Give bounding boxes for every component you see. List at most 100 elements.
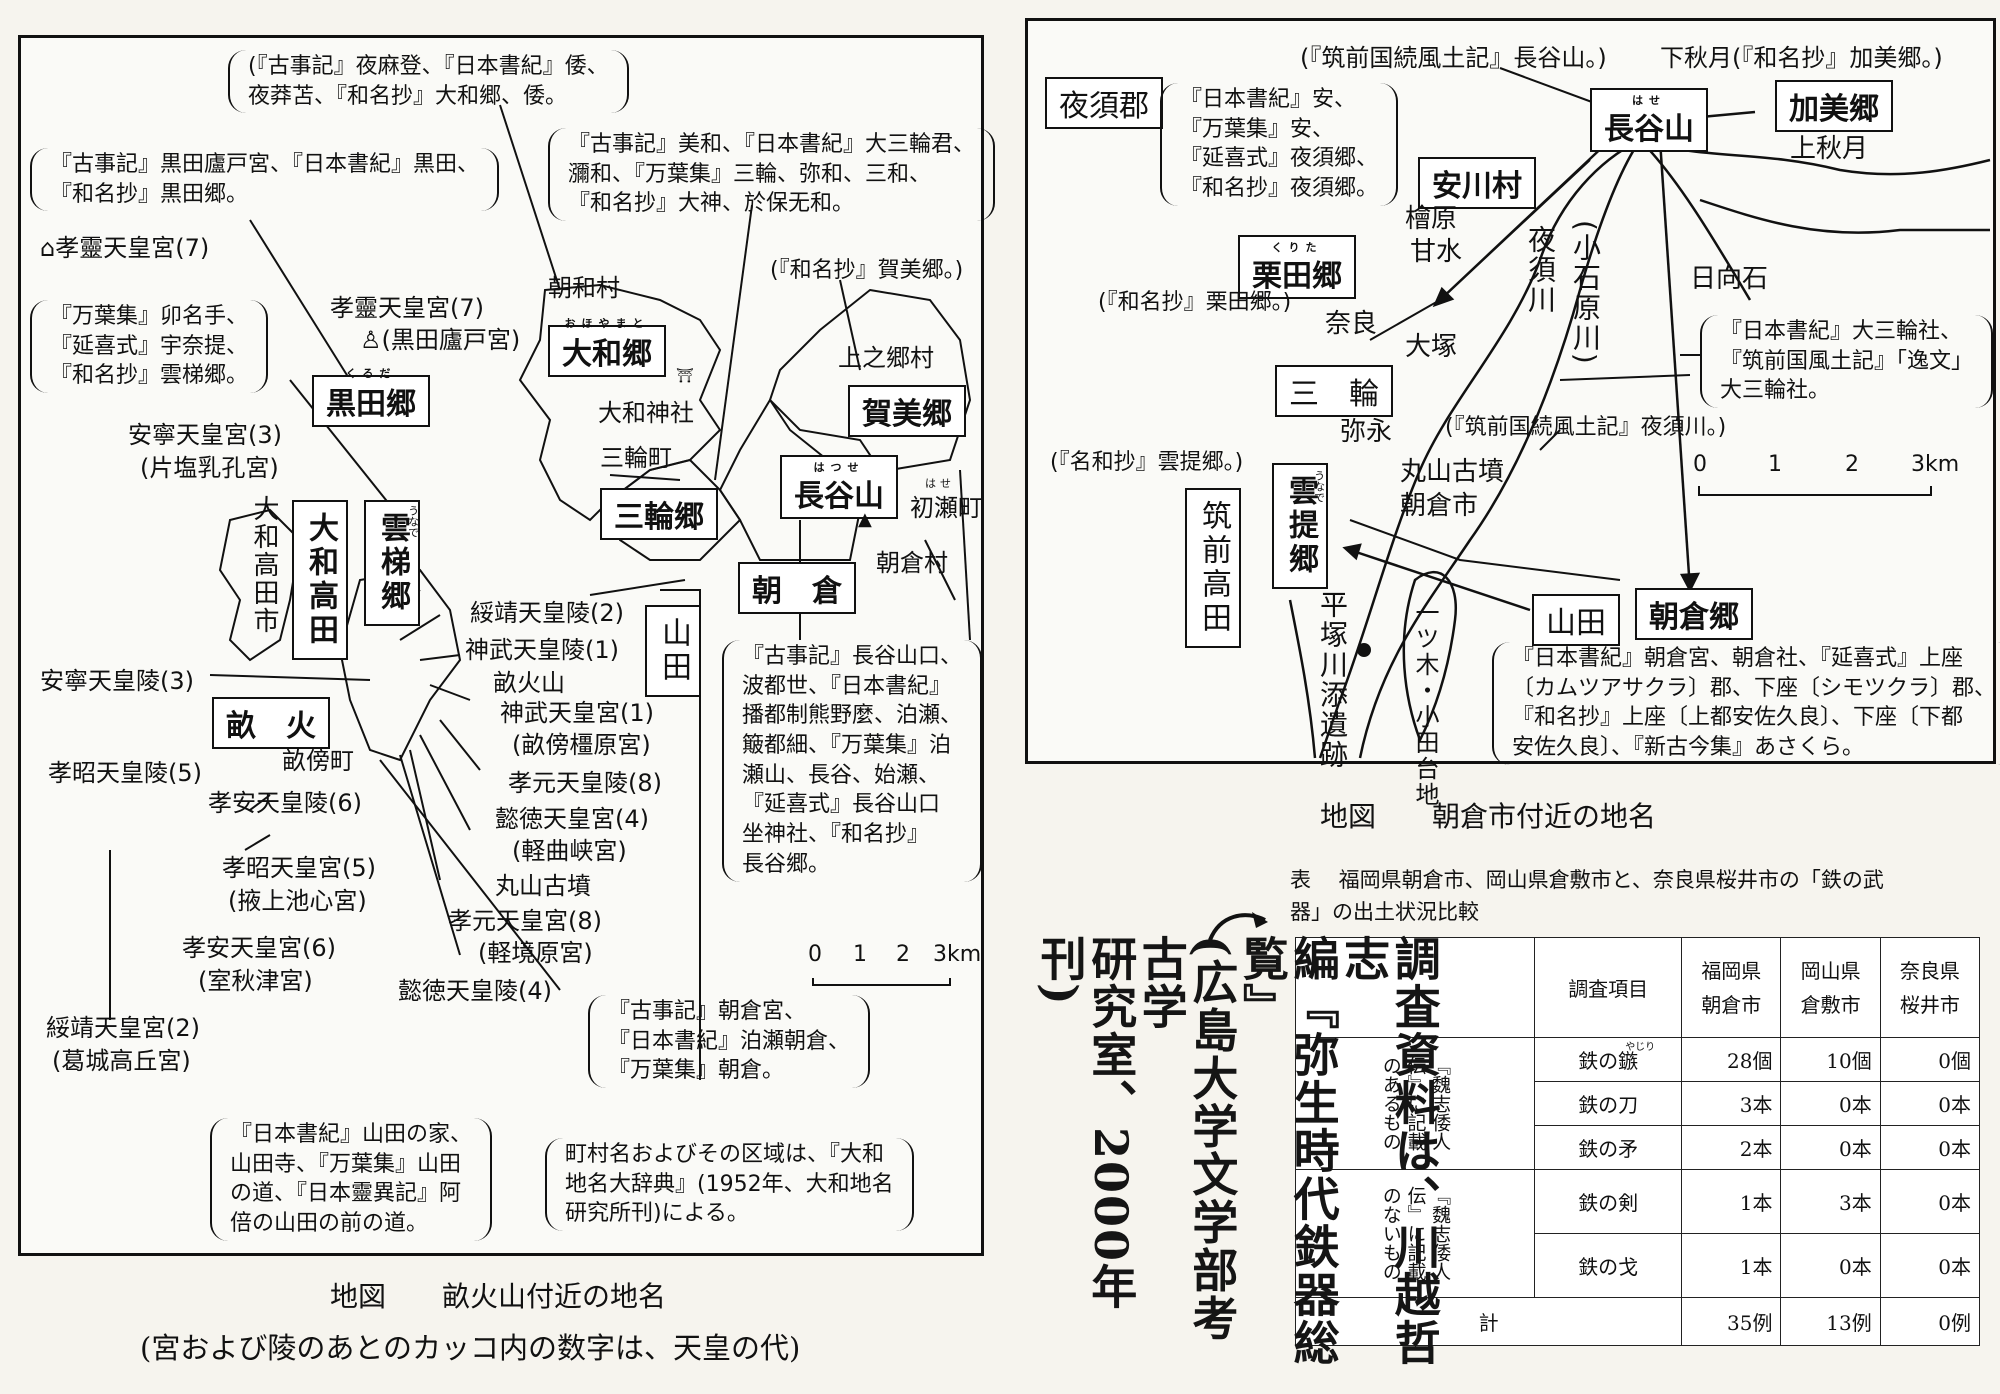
maruyama-label: 丸山古墳	[495, 872, 591, 900]
miwa-box: 三輪郷	[600, 488, 718, 540]
kogen-tomb-label: 孝元天皇陵(8)	[508, 769, 662, 797]
asakura-village-label: 朝倉村	[876, 549, 948, 577]
group1-line: のあるもの	[1379, 1056, 1402, 1151]
suizei-palace-label: 綏靖天皇宮(2)	[46, 1014, 200, 1042]
kurita-note: (『和名抄』栗田郷。)	[1098, 290, 1292, 315]
scale-tick: 3km	[1911, 452, 1960, 477]
mountain-icon: ▲	[858, 509, 872, 530]
table-row: 鉄の刀 3本 0本 0本	[1296, 1081, 1981, 1126]
korei-palace-sub-text: (黒田廬戸宮)	[381, 326, 521, 354]
note-line: 『和名抄』雲梯郷。	[50, 363, 249, 389]
koishiwara-label: (小石原川)	[1569, 220, 1602, 366]
row-c2: 0本	[1780, 1125, 1881, 1170]
row-c1: 3本	[1681, 1081, 1782, 1126]
note-line: 播都制熊野麼、泊瀬、	[742, 703, 963, 729]
yamato-box: おほやまと 大和郷	[548, 317, 666, 377]
scale-tick: 2	[1845, 452, 1859, 477]
right-miwa-box: 三 輪	[1275, 365, 1393, 417]
right-asakura-box: 朝倉郷	[1635, 588, 1753, 640]
table-row: 鉄の矛 2本 0本 0本	[1296, 1125, 1981, 1170]
right-yamada-box: 山田	[1532, 594, 1620, 646]
comparison-table: 調査項目 福岡県 朝倉市 岡山県 倉敷市 奈良県 桜井市 『魏志倭人 伝』に記載…	[1294, 937, 1981, 1346]
scale-tick: 3km	[933, 942, 982, 967]
note-line: 『日本書紀』山田の家、	[230, 1122, 473, 1147]
amamizu-label: 甘水	[1410, 237, 1463, 267]
kami-box: 賀美郷	[848, 385, 966, 437]
header-col2: 岡山県 倉敷市	[1780, 937, 1881, 1038]
table-row: 鉄の戈 1本 0本 0本	[1296, 1233, 1981, 1298]
note-line: 『延喜式』宇奈提、	[50, 333, 249, 359]
note-line: 『日本書紀』大三輪社、	[1720, 319, 1963, 344]
row-c3: 0本	[1879, 1169, 1981, 1234]
hibaru-label: 檜原	[1405, 204, 1458, 234]
row-c1: 2本	[1681, 1125, 1782, 1170]
korei-palace-sub: ♙(黒田廬戸宮)	[360, 326, 521, 355]
note-kami: (『和名抄』賀美郷。)	[770, 258, 964, 283]
yasu-gun-box: 夜須郡	[1045, 77, 1163, 129]
hitotsugi-label: 一ツ木・小田台地	[1411, 600, 1439, 808]
note-line: 山田寺、『万葉集』山田	[230, 1151, 462, 1177]
kosho-palace-sub: (掖上池心宮)	[228, 887, 367, 915]
row-c1: 1本	[1681, 1233, 1782, 1298]
miwa-town-label: 三輪町	[600, 444, 672, 472]
note-line: 『筑前国風土記』「逸文」	[1720, 348, 1974, 374]
table-title-line1: 表 福岡県朝倉市、岡山県倉敷市と、奈良県桜井市の「鉄の武	[1290, 868, 1884, 892]
hase-box-text: 長谷山	[794, 479, 884, 514]
scale-bar	[1698, 486, 1932, 496]
row-c2: 0本	[1780, 1081, 1881, 1126]
note-right-miwa: 『日本書紀』大三輪社、 『筑前国風土記』「逸文」 大三輪社。	[1700, 315, 1994, 409]
unebiyama-label: 畝火山	[493, 669, 565, 697]
asawa-label: 朝和村	[548, 274, 620, 302]
total-c3: 0例	[1879, 1297, 1981, 1346]
kogen-palace-sub: (軽境原宮)	[478, 939, 593, 967]
yasukawa-box: 安川村	[1418, 157, 1536, 209]
note-yasu: 『日本書紀』安、 『万葉集』安、 『延喜式』夜須郷、 『和名抄』夜須郷。	[1160, 83, 1399, 206]
kuroda-box: くるだ 黒田郷	[312, 367, 430, 427]
note-line: (『古事記』夜麻登、『日本書紀』倭、	[248, 54, 609, 79]
table-row: 『魏志倭人 伝』に記載 のないもの 鉄の剣 1本 3本 0本	[1294, 1169, 1981, 1298]
scale-tick: 1	[853, 942, 867, 967]
table-header-row: 調査項目 福岡県 朝倉市 岡山県 倉敷市 奈良県 桜井市	[1294, 937, 1981, 1038]
note-line: 地名大辞典』(1952年、大和地名	[565, 1171, 894, 1197]
hand-col: 研究室、2000年刊)	[1033, 935, 1139, 1312]
unate-box: 雲梯郷	[364, 500, 420, 626]
yamato-takada-box: 大和高田	[292, 500, 348, 660]
note-line: 『万葉集』朝倉。	[608, 1058, 785, 1084]
korei-palace-top-text: 孝靈天皇宮(7)	[55, 234, 210, 262]
left-map-lines	[109, 104, 972, 1080]
jimmu-palace-sub: (畝傍橿原宮)	[512, 731, 651, 759]
note-line: 『和名抄』大神、於保无和。	[568, 191, 855, 217]
scale-tick: 1	[1768, 452, 1782, 477]
note-yamato: (『古事記』夜麻登、『日本書紀』倭、 夜莽苫、『和名抄』大和郷、倭。	[228, 50, 629, 114]
unate-note: (『名和抄』雲提郷。)	[1050, 450, 1244, 475]
hatsuse-ruby: はせ	[925, 477, 955, 490]
note-line: 町村名およびその区域は、『大和	[565, 1142, 885, 1167]
note-unate: 『万葉集』卯名手、 『延喜式』宇奈提、 『和名抄』雲梯郷。	[30, 300, 269, 394]
note-line: 長谷郷。	[742, 851, 831, 877]
unate-ruby: うなで	[406, 505, 420, 538]
note-line: 『万葉集』卯名手、	[50, 304, 249, 329]
note-line: 『万葉集』安、	[1180, 116, 1335, 142]
note-line: 大三輪社。	[1720, 378, 1831, 404]
hatsuse-town-label: 初瀬町	[910, 494, 982, 522]
group2-line: 伝』に記載	[1404, 1186, 1427, 1281]
yamato-takada-city: 大和高田市	[249, 495, 279, 635]
note-right-asakura: 『日本書紀』朝倉宮、朝倉社、『延喜式』上座 〔カムツアサクラ〕郡、下座〔シモツク…	[1492, 642, 2000, 765]
note-line: 研究所刊)による。	[565, 1201, 749, 1227]
right-kami-box: 加美郷	[1775, 80, 1893, 132]
note-line: 『古事記』朝倉宮、	[608, 999, 807, 1024]
note-line: 波都世、『日本書紀』	[742, 673, 952, 699]
unate-box-text: 雲梯郷	[375, 512, 410, 614]
hiratsuka-label: 平塚川添遺跡	[1316, 590, 1349, 770]
note-line: 『和名抄』上座〔上都安佐久良〕、下座〔下都	[1512, 705, 1964, 731]
right-map-caption: 地図 朝倉市付近の地名	[1320, 800, 1657, 833]
ruby: はつせ	[813, 461, 865, 474]
unate-right-ruby: うなで	[1312, 470, 1326, 503]
header-col1: 福岡県 朝倉市	[1681, 937, 1782, 1038]
left-map-caption: 地図 畝火山付近の地名	[330, 1280, 667, 1313]
kurita-box-text: 栗田郷	[1252, 259, 1342, 294]
table-title-line2: 器」の出土状況比較	[1290, 900, 1479, 924]
korei-palace-label: 孝靈天皇宮(7)	[330, 294, 484, 322]
row-c2: 0本	[1780, 1233, 1881, 1298]
row-c2: 10個	[1780, 1037, 1881, 1082]
